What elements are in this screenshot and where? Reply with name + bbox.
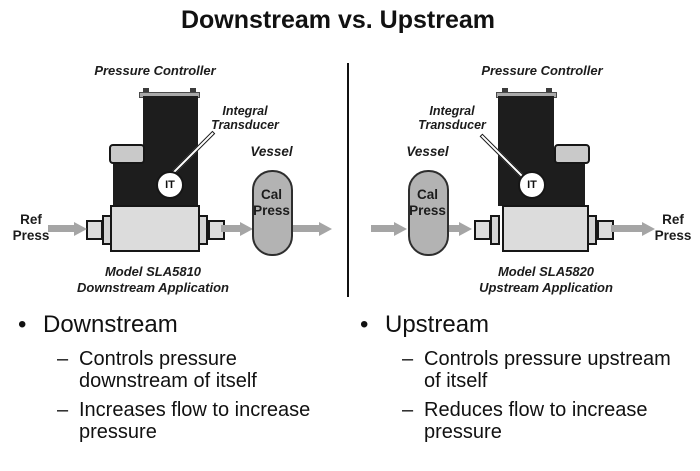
flow-line	[371, 225, 395, 232]
right-bullet-list: • Upstream – Controls pressure upstream …	[360, 311, 689, 443]
flow-arrow-icon	[319, 222, 332, 236]
vertical-divider	[347, 63, 349, 297]
sub-bullet-text: Controls pressure downstream of itself	[79, 348, 257, 392]
bullet-heading: Upstream	[385, 311, 490, 338]
dash-marker: –	[402, 348, 414, 370]
left-fitting-nut	[86, 220, 103, 240]
controller-side-tab	[554, 144, 590, 164]
vessel-label: Vessel	[250, 144, 293, 159]
flow-arrow-icon	[74, 222, 87, 236]
bullet-marker: •	[18, 311, 27, 338]
pressure-controller-label: Pressure Controller	[481, 63, 603, 78]
right-fitting-flange	[587, 215, 597, 245]
page-title: Downstream vs. Upstream	[180, 6, 495, 34]
sub-bullet-item: – Controls pressure upstream of itself	[402, 348, 689, 392]
bullet-heading-row: • Downstream	[18, 311, 344, 339]
dash-marker: –	[57, 348, 69, 370]
bullet-heading: Downstream	[43, 311, 178, 338]
left-bullet-list: • Downstream – Controls pressure downstr…	[18, 311, 344, 443]
flow-arrow-icon	[459, 222, 472, 236]
sub-bullet-item: – Reduces flow to increase pressure	[402, 399, 689, 443]
vessel	[408, 170, 449, 256]
integral-transducer-label: Integral Transducer	[418, 104, 486, 132]
left-fitting-nut	[474, 220, 491, 240]
flow-line	[48, 225, 75, 232]
left-fitting-flange	[102, 215, 112, 245]
ref-press-label: Ref Press	[654, 212, 692, 243]
vessel-contents-label: Cal Press	[409, 187, 446, 218]
ref-press-label: Ref Press	[12, 212, 50, 243]
sub-bullet-list: – Controls pressure upstream of itself –…	[402, 348, 689, 443]
pressure-controller-label: Pressure Controller	[94, 63, 216, 78]
bullet-heading-row: • Upstream	[360, 311, 689, 339]
screw-icon	[143, 88, 149, 92]
flow-line	[611, 225, 643, 232]
dash-marker: –	[57, 399, 69, 421]
bullet-marker: •	[360, 311, 369, 338]
screw-icon	[502, 88, 508, 92]
left-fitting-flange	[490, 215, 500, 245]
screw-icon	[190, 88, 196, 92]
vessel-label: Vessel	[406, 144, 449, 159]
dash-marker: –	[402, 399, 414, 421]
flow-line	[289, 225, 320, 232]
vessel	[252, 170, 293, 256]
screw-icon	[546, 88, 552, 92]
sub-bullet-list: – Controls pressure downstream of itself…	[57, 348, 344, 443]
controller-base	[110, 205, 200, 252]
model-caption: Model SLA5810 Downstream Application	[77, 264, 229, 295]
flow-arrow-icon	[394, 222, 407, 236]
sub-bullet-item: – Controls pressure downstream of itself	[57, 348, 344, 392]
controller-base	[502, 205, 589, 252]
sub-bullet-item: – Increases flow to increase pressure	[57, 399, 344, 443]
integral-transducer-badge: IT	[518, 171, 546, 199]
integral-transducer-badge: IT	[156, 171, 184, 199]
flow-arrow-icon	[642, 222, 655, 236]
sub-bullet-text: Reduces flow to increase pressure	[424, 399, 648, 443]
sub-bullet-text: Controls pressure upstream of itself	[424, 348, 671, 392]
model-caption: Model SLA5820 Upstream Application	[479, 264, 613, 295]
right-fitting-flange	[198, 215, 208, 245]
controller-side-tab	[109, 144, 145, 164]
vessel-contents-label: Cal Press	[253, 187, 290, 218]
integral-transducer-label: Integral Transducer	[211, 104, 279, 132]
flow-line	[445, 225, 460, 232]
flow-arrow-icon	[240, 222, 253, 236]
flow-line	[221, 225, 241, 232]
sub-bullet-text: Increases flow to increase pressure	[79, 399, 311, 443]
